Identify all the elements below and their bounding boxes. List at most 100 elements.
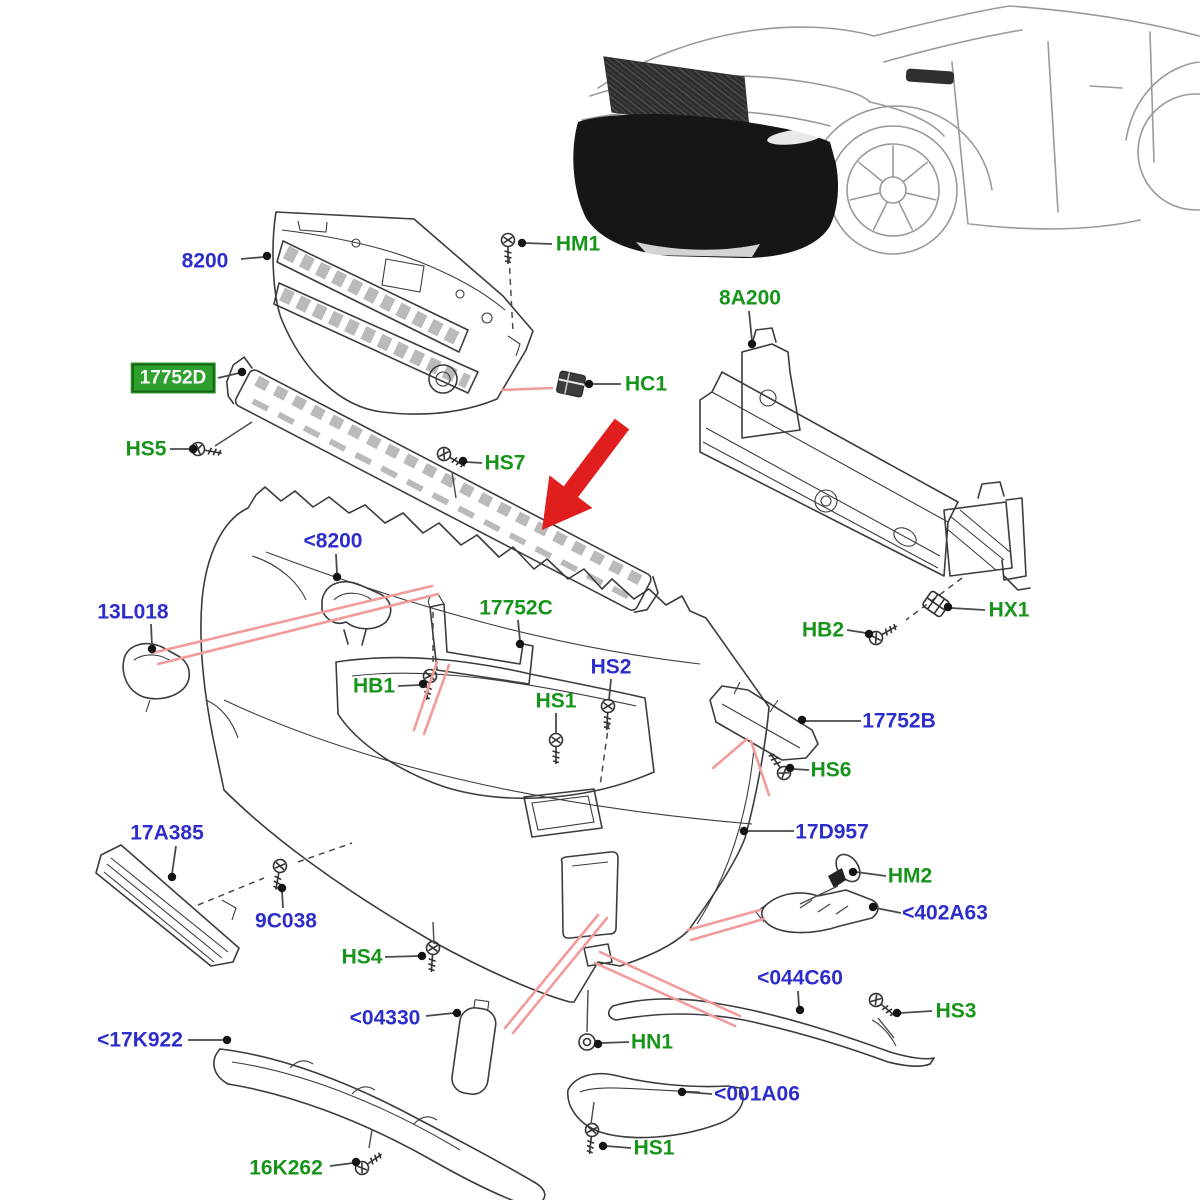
leader-line-9c038 <box>281 890 284 909</box>
part-label-17k922: <17K922 <box>97 1028 183 1052</box>
leader-dot-8a200 <box>747 339 757 349</box>
leader-line-lt8200 <box>335 553 338 575</box>
leader-dot-hc1 <box>584 379 594 389</box>
part-label-hs1-lower: HS1 <box>633 1136 675 1160</box>
leader-dot-hm2 <box>848 867 858 877</box>
part-label-hb2: HB2 <box>801 618 845 642</box>
leader-dot-hb2 <box>864 629 874 639</box>
leader-dot-hb1 <box>418 679 428 689</box>
leader-line-16k262 <box>329 1162 354 1167</box>
impact-bar-art <box>699 327 1031 621</box>
leader-line-13l018 <box>150 623 153 647</box>
bumper-cover-art <box>200 486 770 1003</box>
leader-dot-17752b <box>797 715 807 725</box>
part-label-hn1: HN1 <box>630 1030 674 1054</box>
leader-line-17752c <box>517 619 521 642</box>
part-label-hs1-center: HS1 <box>535 689 577 713</box>
wheel-spokes <box>849 145 937 231</box>
leader-line-hs2 <box>608 678 612 701</box>
leader-line-044c60 <box>797 990 800 1008</box>
leader-lines <box>147 238 986 1167</box>
leader-dot-17a385 <box>167 872 177 882</box>
car-bumper-highlight <box>573 114 838 258</box>
leader-line-hs1-lower <box>605 1145 632 1149</box>
leader-dot-8200 <box>262 251 272 261</box>
part-label-001a06: <001A06 <box>714 1082 800 1106</box>
part-label-hs5: HS5 <box>125 437 167 461</box>
leader-line-hs4 <box>384 955 420 958</box>
leader-dot-044c60 <box>795 1005 805 1015</box>
grille-bracket-art <box>321 581 392 646</box>
part-label-17a385: 17A385 <box>130 821 204 845</box>
side-bracket-17752b-art <box>709 681 819 761</box>
leader-dot-17752d <box>237 367 247 377</box>
part-label-hm1: HM1 <box>555 232 601 256</box>
leader-line-04330 <box>425 1012 455 1017</box>
leader-dot-402a63 <box>868 902 878 912</box>
side-marker-04330-art <box>451 999 497 1095</box>
part-label-17d957: 17D957 <box>795 820 869 844</box>
pink-reference-lines <box>150 386 771 1035</box>
leader-line-hb1 <box>397 684 421 687</box>
part-label-hs6: HS6 <box>810 758 852 782</box>
part-label-hs7: HS7 <box>484 451 526 475</box>
leader-dot-hs1-lower <box>598 1141 608 1151</box>
part-label-hx1: HX1 <box>988 598 1030 622</box>
part-label-hm2: HM2 <box>887 864 933 888</box>
leader-dot-17k922 <box>222 1035 232 1045</box>
leader-line-402a63 <box>875 907 902 914</box>
part-label-lt8200: <8200 <box>303 529 363 553</box>
part-label-8a200: 8A200 <box>719 286 781 310</box>
part-label-13l018: 13L018 <box>97 600 169 624</box>
highlight-arrow <box>542 418 630 530</box>
leader-line-17752d <box>217 372 240 379</box>
leader-dot-17d957 <box>739 826 749 836</box>
part-label-044c60: <044C60 <box>757 966 843 990</box>
part-label-17752d: 17752D <box>131 363 215 393</box>
vehicle-overview-art <box>573 5 1200 258</box>
clip-hc1-icon <box>556 370 586 398</box>
part-label-9c038: 9C038 <box>255 909 317 933</box>
part-label-hs3: HS3 <box>935 999 977 1023</box>
leader-dot-9c038 <box>277 883 287 893</box>
leader-dot-001a06 <box>677 1087 687 1097</box>
leader-line-hx1 <box>950 607 986 611</box>
leader-line-hs6 <box>792 768 810 771</box>
part-label-hc1: HC1 <box>624 372 668 396</box>
part-label-17752b: 17752B <box>862 709 936 733</box>
leader-line-hs3 <box>899 1010 933 1014</box>
leader-line-hm2 <box>855 871 887 877</box>
plate-bracket-17a385-art <box>95 844 240 967</box>
leader-dot-hs7 <box>458 456 468 466</box>
lower-strip-044c60-art <box>607 998 935 1067</box>
leader-dot-hx1 <box>943 602 953 612</box>
part-label-402a63: <402A63 <box>902 901 988 925</box>
leader-line-001a06 <box>684 1091 713 1095</box>
leader-line-hs7 <box>465 461 483 464</box>
leader-dot-hn1 <box>593 1039 603 1049</box>
leader-dot-hs6 <box>785 763 795 773</box>
leader-dot-lt8200 <box>332 572 342 582</box>
leader-line-8200 <box>240 256 265 260</box>
fender-badge <box>905 68 955 85</box>
leader-line-8a200 <box>748 310 753 342</box>
part-label-04330: <04330 <box>349 1006 421 1030</box>
leader-line-hb2 <box>846 629 867 634</box>
part-label-8200: 8200 <box>181 249 229 273</box>
part-label-hs2: HS2 <box>590 655 632 679</box>
part-label-hs4: HS4 <box>341 945 383 969</box>
connector-lines <box>197 256 895 1149</box>
leader-dot-16k262 <box>351 1157 361 1167</box>
leader-dot-04330 <box>452 1008 462 1018</box>
leader-dot-hs3 <box>892 1008 902 1018</box>
leader-line-hn1 <box>600 1041 630 1044</box>
valance-17k922-art <box>213 1048 546 1200</box>
part-label-17752c: 17752C <box>479 596 553 620</box>
leader-line-17a385 <box>171 845 177 875</box>
grille-art <box>272 211 534 415</box>
leader-dot-13l018 <box>147 644 157 654</box>
leader-dot-hm1 <box>517 238 527 248</box>
